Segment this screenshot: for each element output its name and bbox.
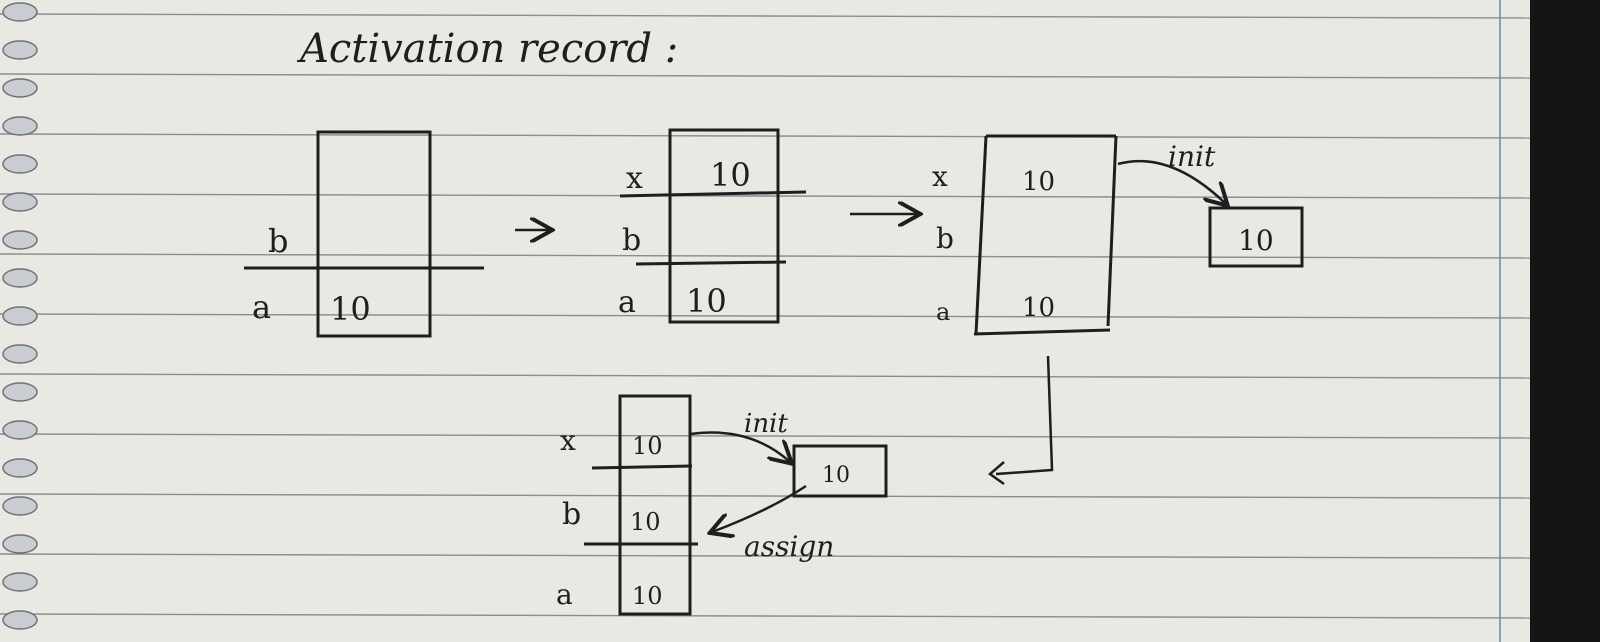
d3-init-arrow [1117,159,1226,204]
d2-label-a: a [618,285,636,320]
d3-label-x: x [932,160,948,193]
spiral-ring [2,572,38,592]
ruled-line [0,493,1531,499]
ruled-line [0,193,1531,199]
d4-heap-box [792,444,888,498]
ruled-line [0,613,1531,619]
d2-divider-bottom [635,260,787,266]
d4-init-label: init [744,409,788,439]
arrow-3-return [987,355,1054,486]
diagram-1-stack [244,130,484,338]
d1-label-a: a [252,288,271,326]
spiral-ring [2,2,38,22]
ruled-lines [0,13,1531,619]
d2-frame [668,128,780,324]
d3-heap-box [1208,206,1304,268]
ruled-line [0,373,1531,379]
d3-left [974,135,988,335]
d4-divider-top [591,464,693,470]
d4-init-arrow [689,431,790,462]
ruled-line [0,73,1531,79]
d4-assign-label: assign [744,530,834,563]
d4-value-a: 10 [632,582,663,610]
ruled-line [0,433,1531,439]
diagram-3-stack [973,134,1118,336]
d1-frame [316,130,432,338]
page-title: Activation record : [296,26,678,72]
spiral-ring [2,268,38,288]
d3-label-a: a [936,298,950,326]
d4-assign-arrow [712,484,807,532]
d4-heap-value: 10 [822,463,850,488]
d3-bottom [973,328,1111,336]
d3-value-a: 10 [1022,293,1055,323]
d1-label-b: b [268,222,288,260]
d2-label-x: x [626,161,643,196]
ruled-line [0,133,1531,139]
d2-divider-top [619,190,807,198]
diagram-2-stack [619,128,807,324]
spiral-ring [2,154,38,174]
d3-heap-value: 10 [1238,224,1274,257]
spiral-ring [2,420,38,440]
d2-value-x: 10 [710,156,751,194]
spiral-ring [2,40,38,60]
spiral-ring [2,382,38,402]
d3-label-b: b [936,222,954,255]
ruled-line [0,553,1531,559]
ruled-line [0,253,1531,259]
d4-label-x: x [560,424,576,457]
d1-value-a: 10 [330,290,371,328]
d3-init-label: init [1168,140,1216,173]
spiral-ring [2,496,38,516]
d3-right [1106,135,1118,327]
spiral-ring [2,116,38,136]
d4-label-b: b [562,497,581,532]
return-arrow-head [987,461,1005,486]
spiral-ring [2,534,38,554]
d4-label-a: a [556,578,573,611]
spiral-ring [2,458,38,478]
spiral-ring [2,230,38,250]
spiral-ring [2,610,38,630]
d2-label-b: b [622,223,641,258]
return-arrow-path [995,355,1054,476]
d4-frame [618,394,692,616]
desk-background [1530,0,1600,642]
ruled-line [0,13,1531,19]
spiral-binding [2,2,38,630]
diagram-4-stack [584,394,698,616]
spiral-ring [2,306,38,326]
ruled-line [0,313,1531,319]
d4-value-b: 10 [630,508,661,536]
d3-value-x: 10 [1022,167,1055,197]
spiral-ring [2,192,38,212]
d4-value-x: 10 [632,432,663,460]
spiral-ring [2,78,38,98]
d2-value-a: 10 [686,282,727,320]
spiral-ring [2,344,38,364]
